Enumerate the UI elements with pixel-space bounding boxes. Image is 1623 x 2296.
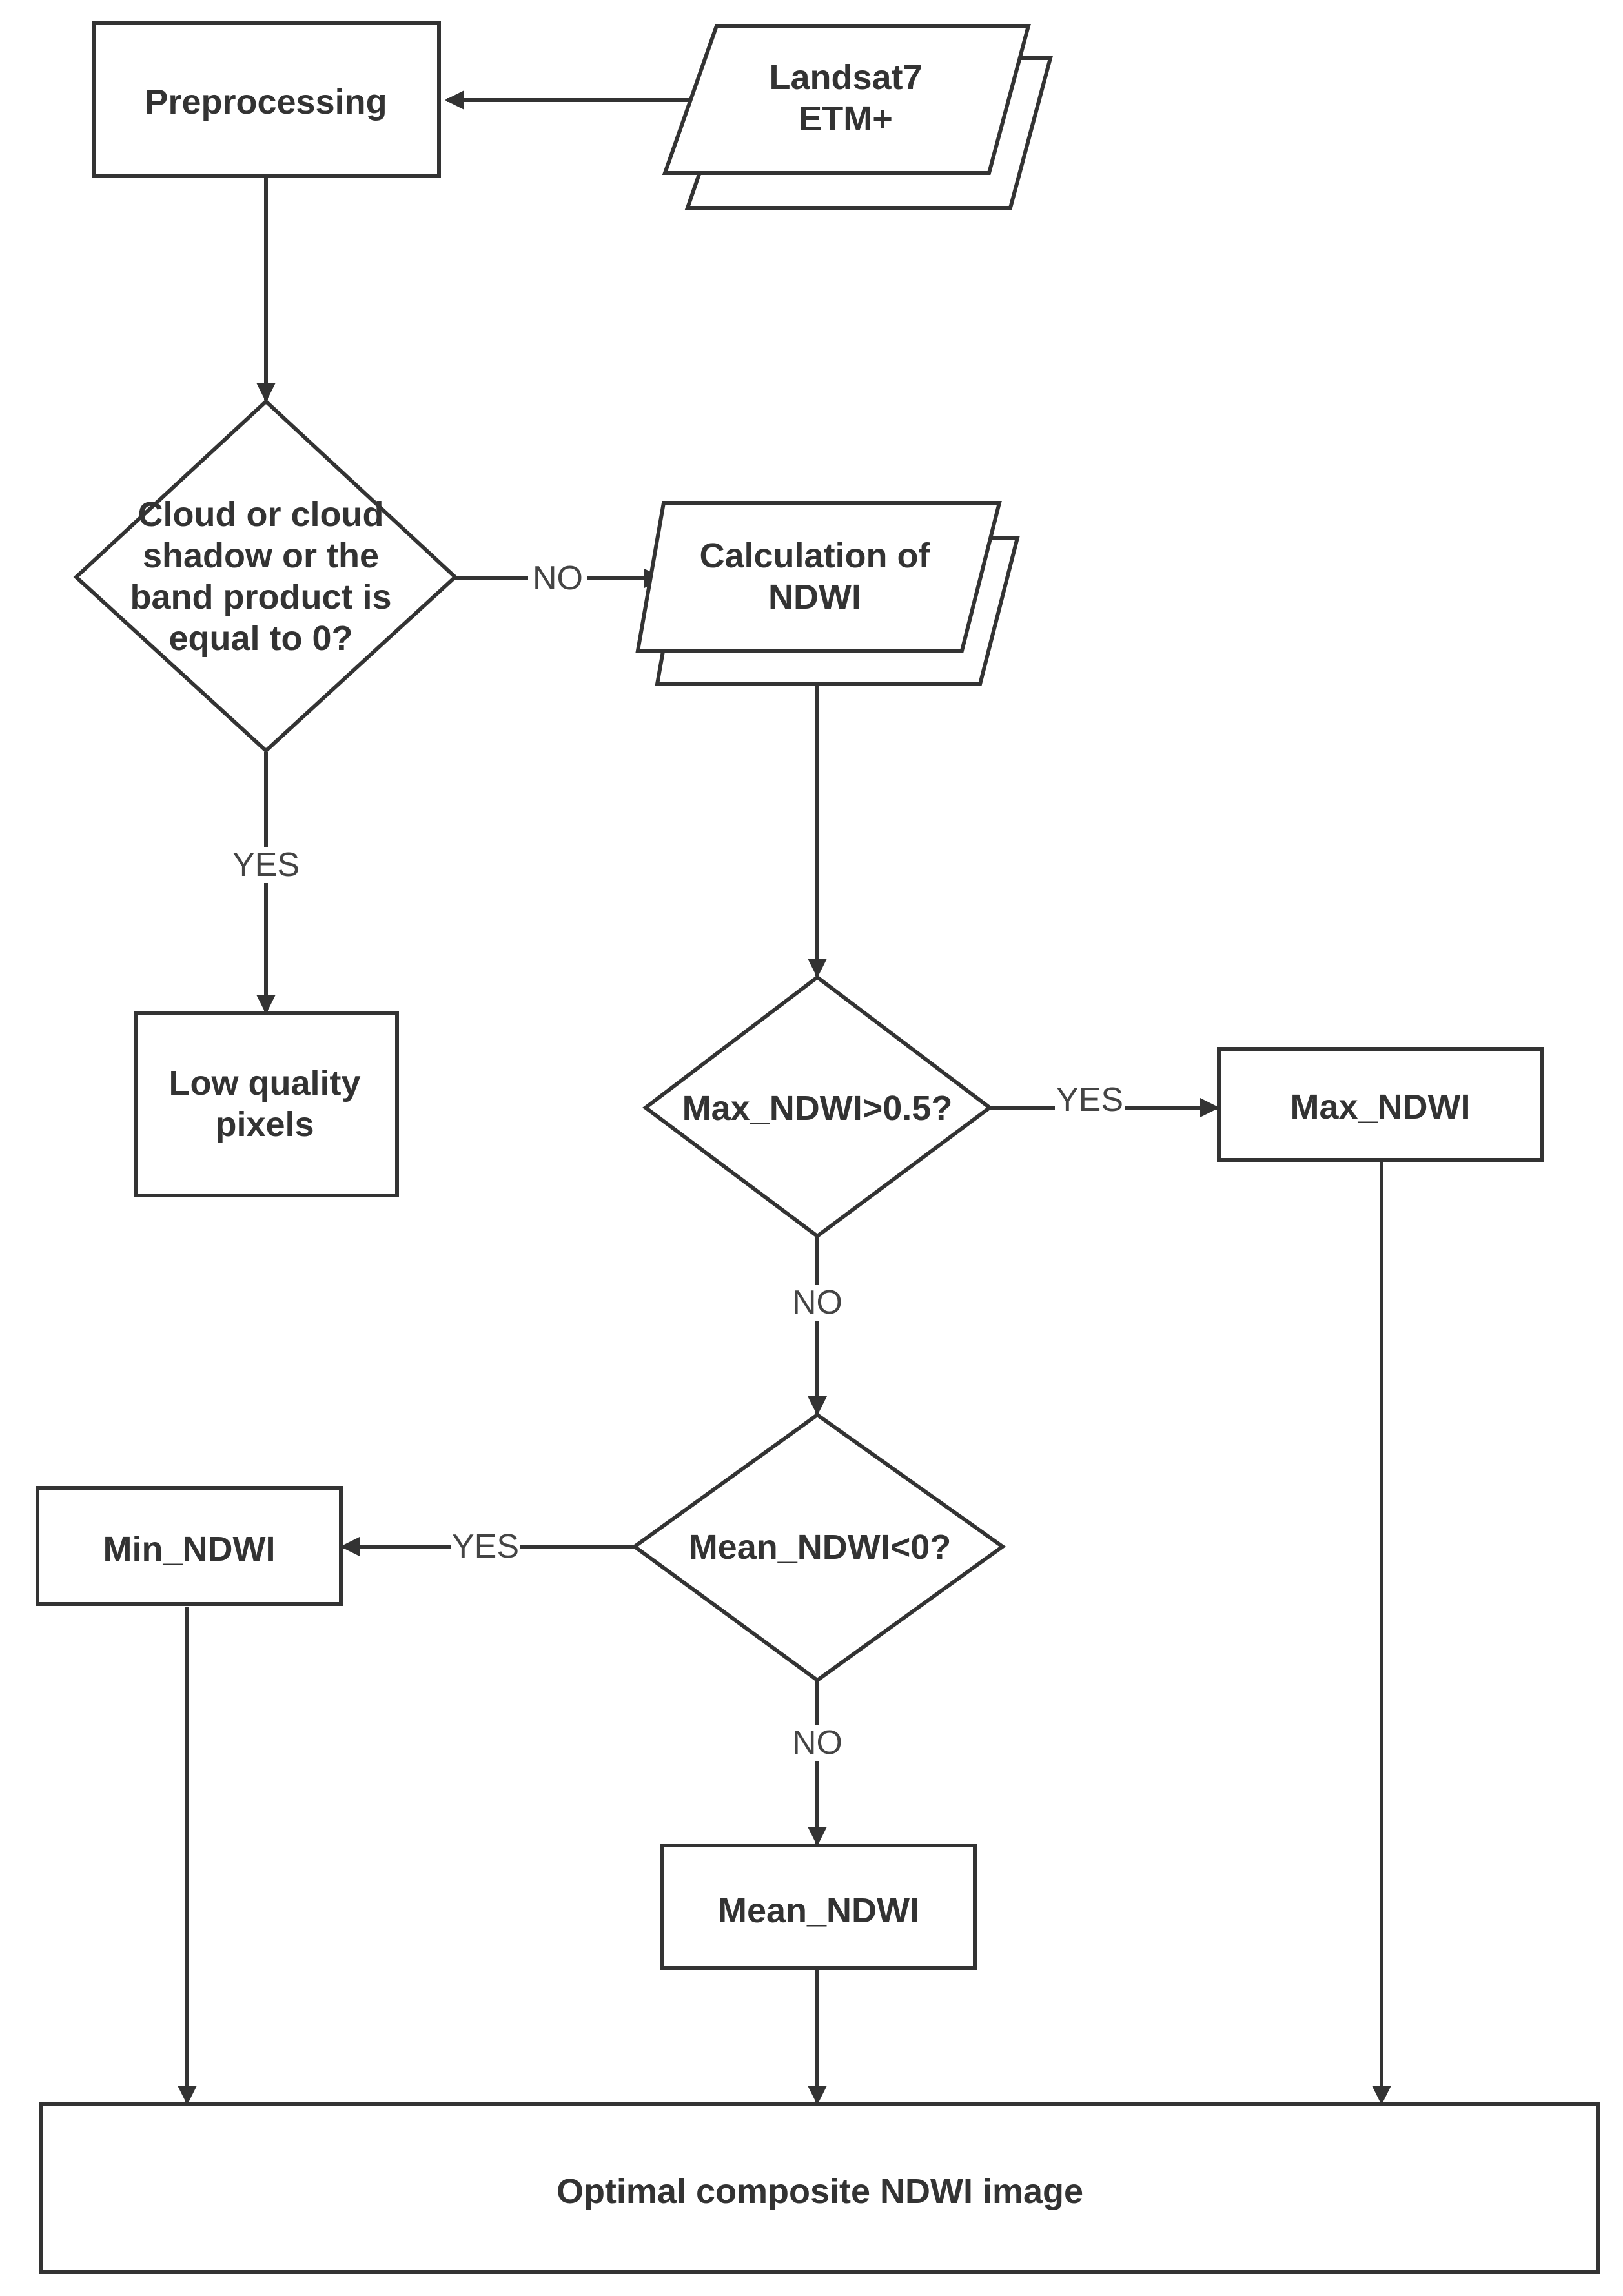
node-label: Optimal composite NDWI image bbox=[556, 2172, 1083, 2211]
node-mean-decision[interactable]: Mean_NDWI<0? bbox=[631, 1412, 1006, 1683]
node-label-line: Calculation of bbox=[699, 536, 930, 575]
edge-label-mean-yes: YES bbox=[452, 1528, 519, 1565]
node-min-ndwi[interactable]: Min_NDWI bbox=[36, 1486, 343, 1606]
node-max-decision[interactable]: Max_NDWI>0.5? bbox=[642, 975, 993, 1239]
node-label-line: Mean_NDWI<0? bbox=[689, 1528, 952, 1567]
node-label-line: equal to 0? bbox=[168, 619, 352, 658]
node-label-line: Min_NDWI bbox=[103, 1530, 276, 1569]
node-label-line: NDWI bbox=[768, 578, 861, 616]
node-mean-ndwi[interactable]: Mean_NDWI bbox=[660, 1844, 977, 1970]
node-label-line: Landsat7 bbox=[769, 58, 922, 97]
node-label: Min_NDWI bbox=[103, 1530, 276, 1569]
node-label-line: Optimal composite NDWI image bbox=[556, 2172, 1083, 2211]
edge-label-mean-no: NO bbox=[792, 1724, 842, 1762]
edge-label-max-no: NO bbox=[792, 1284, 842, 1321]
node-label: Max_NDWI bbox=[1290, 1088, 1470, 1126]
node-max-ndwi[interactable]: Max_NDWI bbox=[1217, 1047, 1544, 1162]
node-label-line: Low quality bbox=[169, 1064, 361, 1102]
node-label-line: Preprocessing bbox=[145, 83, 387, 121]
node-label-line: Mean_NDWI bbox=[718, 1891, 919, 1930]
node-label: Mean_NDWI bbox=[718, 1891, 919, 1930]
node-label: Mean_NDWI<0? bbox=[689, 1528, 952, 1567]
node-label-line: Cloud or cloud bbox=[138, 495, 384, 534]
edge-label-cloud-no: NO bbox=[533, 560, 583, 597]
node-label-line: band product is bbox=[130, 578, 392, 616]
node-label-line: shadow or the bbox=[143, 536, 379, 575]
node-preprocessing[interactable]: Preprocessing bbox=[92, 21, 441, 178]
node-label-line: Max_NDWI bbox=[1290, 1088, 1470, 1126]
node-label: Preprocessing bbox=[145, 83, 387, 121]
node-label: Max_NDWI>0.5? bbox=[682, 1089, 953, 1128]
edge-label-max-yes: YES bbox=[1056, 1081, 1123, 1119]
node-optimal-composite[interactable]: Optimal composite NDWI image bbox=[39, 2102, 1600, 2274]
node-label-line: ETM+ bbox=[799, 99, 893, 138]
edge-labels: NO YES YES NO YES NO bbox=[231, 560, 1125, 1762]
node-label-line: Max_NDWI>0.5? bbox=[682, 1089, 953, 1128]
node-label-line: pixels bbox=[215, 1105, 314, 1144]
edge-label-cloud-yes: YES bbox=[232, 846, 300, 884]
